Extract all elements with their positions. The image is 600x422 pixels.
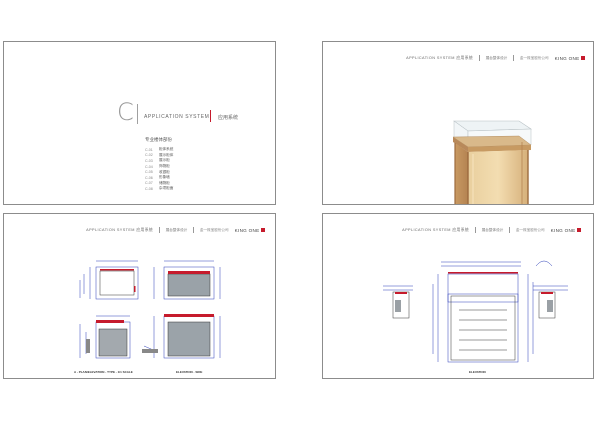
header-subtitle: 展台整体设计 [165,227,188,232]
header-divider [159,227,160,233]
toc-code: C-02 [145,153,153,158]
toc-name: 饰物柜 [159,164,170,169]
toc-code: C-07 [145,181,153,186]
toc-item: C-05 收银柜 [145,169,173,175]
toc-code: C-08 [145,186,153,191]
header-subtitle: 展台整体设计 [481,227,504,232]
header-divider [513,55,514,61]
brand-logo: KING ONE [555,56,585,61]
header-title: APPLICATION SYSTEM 应用系统 [406,55,474,60]
toc-name: 展示柜 [159,158,170,163]
header-title: APPLICATION SYSTEM 应用系统 [86,227,154,232]
header-company: 金一珠宝股份公司 [519,55,549,60]
drawing-caption: ELEVATION - SIDE [176,370,203,374]
header-subtitle: 展台整体设计 [485,55,508,60]
divider [137,104,138,124]
toc-name: 形象墙 [159,175,170,180]
page-header: APPLICATION SYSTEM 应用系统 展台整体设计 金一珠宝股份公司 … [86,226,265,234]
section-title-cn: 应用系统 [218,115,239,121]
toc-item: C-01 柜体系统 [145,147,173,153]
header-divider [509,227,510,233]
slide-cabinet-drawings-elevation[interactable]: APPLICATION SYSTEM 应用系统 展台整体设计 金一珠宝股份公司 … [322,213,594,379]
toc-name: 收银柜 [159,169,170,174]
section-letter: C [117,98,134,126]
showcase-cabinet-render [452,120,532,204]
page-header: APPLICATION SYSTEM 应用系统 展台整体设计 金一珠宝股份公司 … [402,226,581,234]
toc-item: C-04 饰物柜 [145,164,173,170]
toc-code: C-03 [145,158,153,163]
toc-name: 杂项柜面 [159,186,174,191]
cad-drawing-elevation [383,260,568,363]
slide-showcase-render[interactable]: APPLICATION SYSTEM 应用系统 展台整体设计 金一珠宝股份公司 … [322,41,594,205]
toc-name: 展示柜体 [159,152,174,157]
cad-drawing-plan [79,260,221,359]
logo-mark-icon [261,228,265,232]
toc-item: C-06 形象墙 [145,175,173,181]
toc-code: C-04 [145,164,153,169]
slide-cabinet-drawings-plan[interactable]: APPLICATION SYSTEM 应用系统 展台整体设计 金一珠宝股份公司 … [3,213,276,379]
header-divider [193,227,194,233]
brand-logo: KING ONE [235,228,265,233]
header-divider [475,227,476,233]
toc-code: C-06 [145,175,153,180]
toc-list: C-01 柜体系统 C-02 展示柜体 C-03 展示柜 C-04 饰物柜 C-05 收银… [145,147,173,192]
logo-mark-icon [577,228,581,232]
toc-item: C-02 展示柜体 [145,153,173,159]
header-divider [479,55,480,61]
toc-item: C-08 杂项柜面 [145,186,173,192]
logo-mark-icon [581,56,585,60]
header-title: APPLICATION SYSTEM 应用系统 [402,227,470,232]
header-company: 金一珠宝股份公司 [199,227,229,232]
drawing-caption: ELEVATION [469,370,486,374]
toc-name: 储物柜 [159,180,170,185]
red-divider [210,110,211,122]
toc-name: 柜体系统 [159,147,174,152]
brand-logo: KING ONE [551,228,581,233]
toc-item: C-07 储物柜 [145,181,173,187]
toc-code: C-05 [145,170,153,175]
toc-heading: 专业楼体部份 [145,137,172,142]
section-title: APPLICATION SYSTEM [144,114,210,120]
page-header: APPLICATION SYSTEM 应用系统 展台整体设计 金一珠宝股份公司 … [406,54,585,62]
toc-item: C-03 展示柜 [145,158,173,164]
drawing-caption: A - PLAN/ELEVATION - TYPE - 1/1 SCALE [74,370,133,374]
header-company: 金一珠宝股份公司 [515,227,545,232]
slide-application-system-cover[interactable]: C APPLICATION SYSTEM 应用系统 专业楼体部份 C-01 柜体系… [3,41,276,205]
toc-code: C-01 [145,147,153,152]
